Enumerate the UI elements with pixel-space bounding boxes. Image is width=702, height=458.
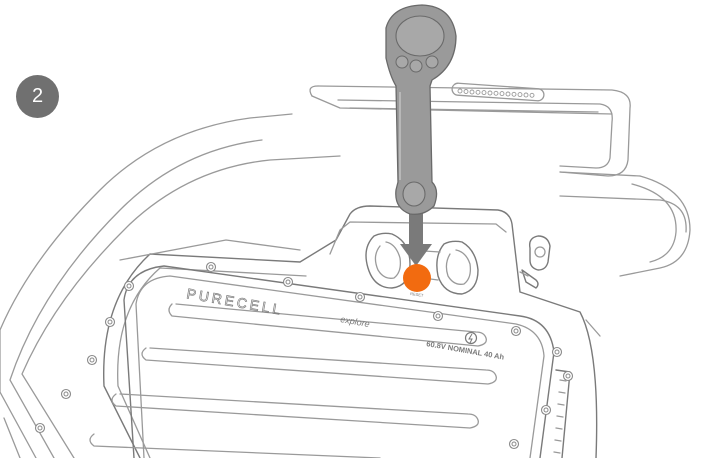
- reset-label: RESET: [410, 291, 424, 298]
- panel-labels: PURECELL explore 60.8V NOMINAL 40 Ah: [185, 285, 505, 362]
- down-arrow: [400, 210, 432, 266]
- front-panel: [90, 206, 600, 458]
- reset-button-highlight: RESET: [403, 264, 431, 298]
- spec-label: 60.8V NOMINAL 40 Ah: [426, 339, 506, 362]
- top-handle: [310, 83, 630, 176]
- model-label: explore: [340, 314, 371, 329]
- latch: [520, 236, 550, 288]
- power-icon: [466, 333, 477, 344]
